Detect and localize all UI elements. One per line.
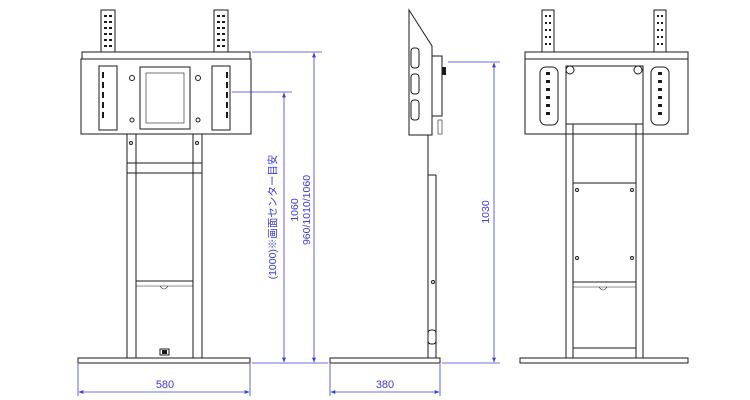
front-width-label: 580	[156, 379, 174, 391]
back-left-mount-arm	[541, 9, 555, 59]
side-depth-label: 380	[376, 379, 394, 391]
dimension-lines	[77, 51, 500, 396]
back-view	[519, 9, 689, 364]
front-left-bracket	[98, 65, 118, 131]
back-panel	[524, 51, 689, 135]
side-mount-frame	[408, 8, 433, 136]
front-top-bar	[81, 51, 251, 60]
front-base	[77, 357, 251, 364]
side-base	[329, 357, 441, 364]
back-right-mount-arm	[653, 9, 667, 59]
back-base	[519, 357, 689, 364]
front-lower-box	[135, 280, 194, 359]
front-height-label-2: 960/1010/1060	[301, 175, 313, 245]
front-view	[77, 9, 252, 364]
front-panel	[80, 58, 252, 135]
screen-center-label: (1000)※画面センター目安	[266, 155, 279, 280]
side-view	[329, 8, 446, 364]
front-right-bracket	[211, 65, 231, 131]
side-height-label: 1030	[480, 200, 492, 224]
front-center-plate	[139, 66, 191, 130]
front-height-label-1: 1060	[289, 198, 301, 222]
